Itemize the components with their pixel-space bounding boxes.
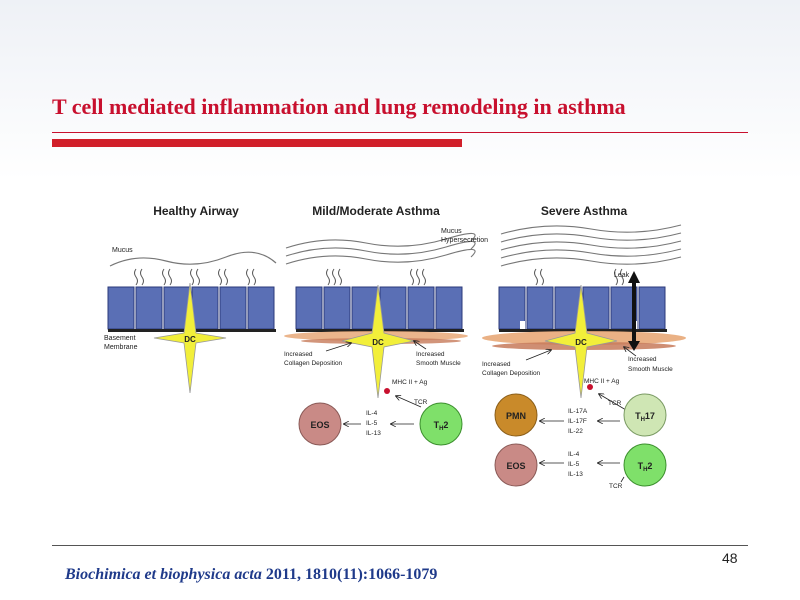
label-th2-severe: TH2 [638,461,653,473]
pmn-cell [494,393,538,437]
cilia-severe [534,268,624,286]
mucus-layer-severe [500,224,682,267]
citation: Biochimica et biophysica acta 2011, 1810… [65,566,437,584]
label-dc-healthy: DC [184,335,196,344]
label-leak: Leak [614,272,630,279]
eos-cell-severe [494,443,538,487]
citation-details: 2011, 1810(11):1066-1079 [261,566,438,583]
label-basement-2: Membrane [104,344,138,351]
label-smooth-2-mild: Smooth Muscle [416,360,461,367]
th2-cell-severe [623,443,667,487]
antigen-dot-mild [384,388,390,394]
label-mhc-mild: MHC II + Ag [392,379,428,386]
dc-cell-severe [544,284,618,399]
panel-title-healthy: Healthy Airway [153,204,239,218]
label-tcr-mild: TCR [414,399,428,406]
epithelium-healthy [107,286,275,330]
cilia-mild [326,268,426,286]
label-il5-severe: IL-5 [568,461,580,468]
citation-journal: Biochimica et biophysica acta [65,566,262,583]
label-eos-severe: EOS [506,461,525,471]
label-dc-mild: DC [372,338,384,347]
label-tcr-severe-2: TCR [609,483,623,490]
label-mucus-hyper-2: Hypersecretion [441,237,488,244]
label-il13-severe: IL-13 [568,471,583,478]
arrow-tcr-mild [396,396,422,408]
label-smooth-1-severe: Increased [628,356,657,363]
title-accent-bar [52,139,462,147]
asthma-diagram: Healthy Airway Mild/Moderate Asthma Seve… [96,193,688,495]
label-collagen-2-severe: Collagen Deposition [482,370,541,377]
label-collagen-1-severe: Increased [482,361,511,368]
eos-cell-mild [298,402,342,446]
th17-cell [623,393,667,437]
label-mhc-severe: MHC II + Ag [584,378,620,385]
label-collagen-1-mild: Increased [284,351,313,358]
epithelium-severe [498,286,666,330]
label-pmn: PMN [506,411,526,421]
page-number: 48 [722,550,738,566]
dc-cell-healthy [153,282,227,394]
epithelium-mild [295,286,463,330]
footer-divider [52,545,748,546]
leak-arrowhead-up [628,271,640,283]
label-mucus: Mucus [112,247,133,254]
label-smooth-1-mild: Increased [416,351,445,358]
arrow-collagen-severe [525,350,551,361]
label-mucus-hyper-1: Mucus [441,228,462,235]
label-il4-severe: IL-4 [568,451,580,458]
arrow-tcr-severe [599,394,627,411]
arrow-collagen-mild [325,343,351,352]
slide-title: T cell mediated inflammation and lung re… [52,94,626,119]
label-il13-mild: IL-13 [366,430,381,437]
label-il17a: IL-17A [568,408,588,415]
leak-arrowhead-down [628,341,640,351]
antigen-dot-severe [587,384,593,390]
mucus-layer-healthy [109,251,277,267]
mucus-layer-mild [285,232,476,265]
title-underline [52,132,748,133]
label-il17f: IL-17F [568,418,587,425]
dc-cell-mild [341,284,415,399]
label-il22: IL-22 [568,428,583,435]
tick-tcr-severe-2 [620,476,625,483]
panel-title-mild: Mild/Moderate Asthma [312,204,440,218]
label-th2-mild: TH2 [434,420,449,432]
label-basement-1: Basement [104,335,136,342]
label-dc-severe: DC [575,338,587,347]
label-il5-mild: IL-5 [366,420,378,427]
label-collagen-2-mild: Collagen Deposition [284,360,343,367]
cilia-healthy [134,268,256,286]
label-th17: TH17 [635,411,655,423]
diagram-svg: Healthy Airway Mild/Moderate Asthma Seve… [104,204,686,490]
th2-cell-mild [419,402,463,446]
label-smooth-2-severe: Smooth Muscle [628,366,673,373]
label-il4-mild: IL-4 [366,410,378,417]
panel-title-severe: Severe Asthma [541,204,628,218]
arrow-smooth-mild [414,341,427,350]
label-eos-mild: EOS [310,420,329,430]
arrow-smooth-severe [624,347,637,357]
